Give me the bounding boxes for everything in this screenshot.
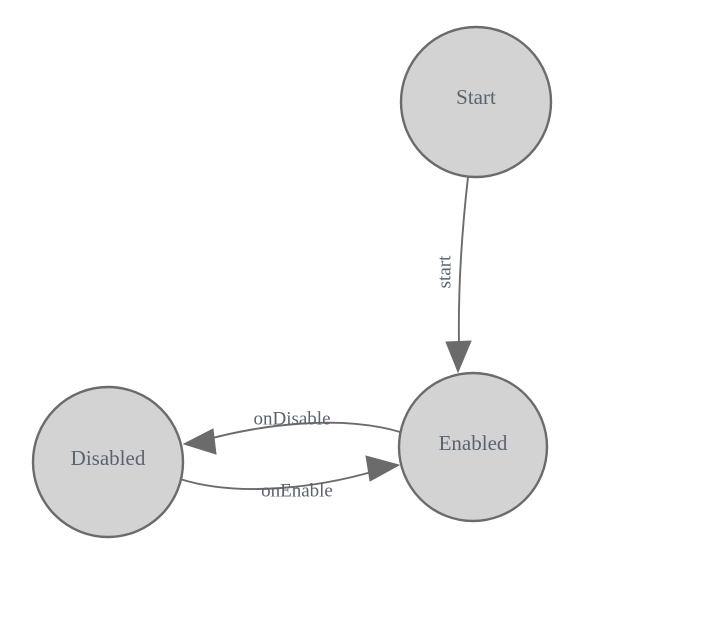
- edge-enabled-to-disabled-arrowhead-icon: [182, 428, 217, 455]
- edge-label-onenable: onEnable: [261, 480, 333, 501]
- edge-disabled-to-enabled-arrowhead-icon: [365, 455, 401, 482]
- node-enabled[interactable]: Enabled: [397, 371, 549, 523]
- node-start-circle: [399, 25, 553, 179]
- edge-enabled-to-disabled-path: [204, 421, 401, 441]
- node-enabled-circle: [397, 371, 549, 523]
- edge-label-start: start: [434, 255, 455, 288]
- edge-start-to-enabled-path: [457, 176, 469, 346]
- edge-label-ondisable: onDisable: [253, 408, 330, 429]
- edge-start-to-enabled-arrowhead-icon: [445, 340, 472, 374]
- node-enabled-label: Enabled: [439, 431, 508, 455]
- node-start-label: Start: [456, 85, 496, 109]
- node-start[interactable]: Start: [399, 25, 553, 179]
- node-disabled-label: Disabled: [71, 446, 146, 470]
- edge-disabled-to-enabled[interactable]: onEnable: [179, 455, 401, 501]
- edge-enabled-to-disabled[interactable]: onDisable: [182, 408, 401, 455]
- edge-disabled-to-enabled-path: [179, 470, 376, 490]
- node-disabled-circle: [31, 385, 185, 539]
- edge-start-to-enabled[interactable]: start: [434, 176, 472, 374]
- node-disabled[interactable]: Disabled: [31, 385, 185, 539]
